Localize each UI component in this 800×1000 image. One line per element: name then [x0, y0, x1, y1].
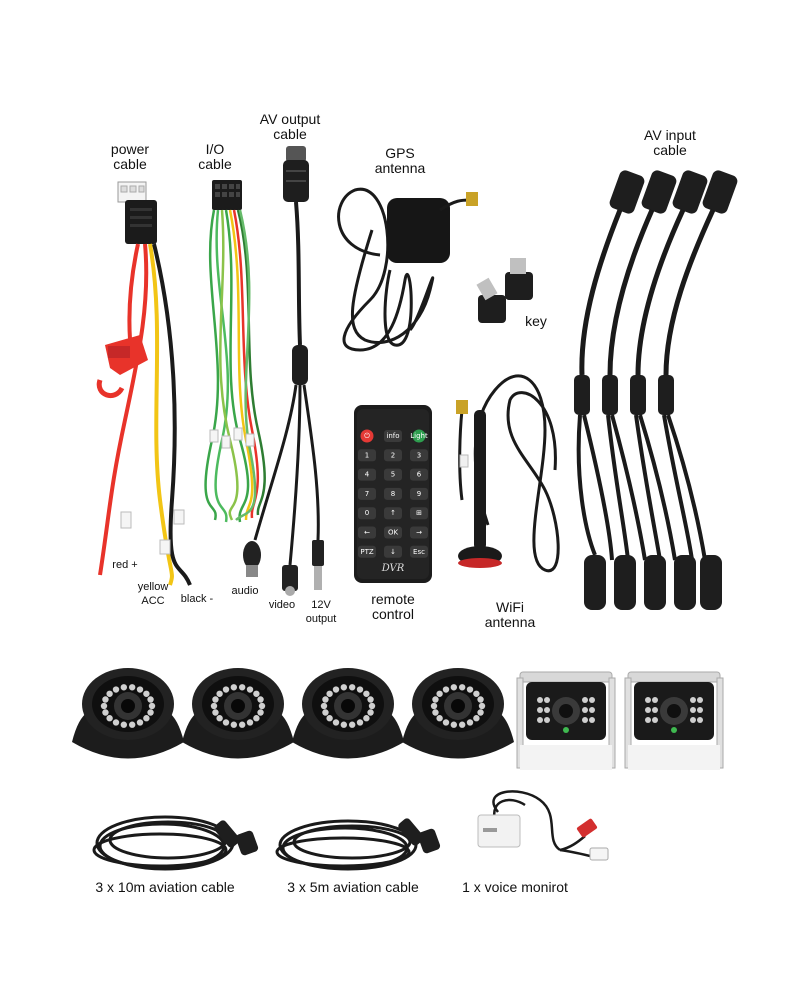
remote-key: 9	[410, 487, 428, 500]
audio-label: audio	[231, 585, 259, 597]
remote-key: Light	[410, 429, 428, 443]
svg-text:info: info	[386, 432, 399, 440]
remote-key: 1	[358, 449, 376, 462]
dome-camera	[292, 668, 404, 759]
remote-key: ↓	[384, 545, 402, 558]
av-output-cable	[243, 146, 324, 596]
svg-text:0: 0	[365, 509, 369, 517]
keys	[476, 258, 533, 323]
remote-key: 7	[358, 487, 376, 500]
dome-camera	[402, 668, 514, 759]
remote-key: 6	[410, 468, 428, 481]
svg-text:Esc: Esc	[413, 548, 425, 556]
av-input-cable	[574, 170, 738, 610]
svg-text:↑: ↑	[390, 509, 396, 517]
remote-key: 4	[358, 468, 376, 481]
svg-text:Light: Light	[410, 432, 428, 440]
remote-key: ⏻	[360, 429, 374, 443]
remote-brand: DVR	[381, 563, 405, 574]
svg-text:1: 1	[365, 451, 369, 459]
remote-key: ↑	[384, 507, 402, 520]
red-plus-label: red +	[112, 559, 138, 571]
remote-control: ⏻ info Light 1 2 3 4 5 6 7 8 9 0 ↑ ⊞ ← OK → PTZ ↓ Esc DVR	[354, 405, 432, 583]
wifi-antenna	[456, 374, 560, 573]
remote-key: 8	[384, 487, 402, 500]
voice-monitor-label: 1 x voice monirot	[462, 879, 568, 895]
remote-key: info	[384, 430, 402, 442]
io-cable	[204, 180, 266, 523]
remote-key: ←	[358, 526, 376, 539]
aviation-cable-10m	[92, 815, 259, 871]
dome-cameras	[72, 668, 514, 759]
svg-text:7: 7	[365, 490, 369, 498]
dome-camera	[72, 668, 184, 759]
cable-10m-label: 3 x 10m aviation cable	[95, 879, 235, 895]
remote-key: OK	[384, 526, 402, 539]
svg-text:OK: OK	[388, 529, 399, 537]
svg-text:⊞: ⊞	[416, 509, 422, 517]
svg-text:3: 3	[417, 451, 421, 459]
svg-text:→: →	[416, 529, 422, 537]
remote-key: →	[410, 526, 428, 539]
aviation-cable-5m	[275, 818, 441, 871]
black-minus-label: black -	[180, 593, 214, 605]
box-cameras	[516, 671, 724, 770]
svg-text:↓: ↓	[390, 548, 396, 556]
cable-5m-label: 3 x 5m aviation cable	[287, 879, 419, 895]
svg-text:2: 2	[391, 451, 395, 459]
svg-text:←: ←	[364, 529, 370, 537]
power-cable	[96, 181, 192, 586]
remote-key: PTZ	[358, 545, 376, 558]
svg-text:9: 9	[417, 490, 421, 498]
key-label: key	[525, 313, 547, 329]
voice-monitor	[477, 790, 609, 861]
svg-text:6: 6	[417, 471, 422, 479]
dome-camera	[182, 668, 294, 759]
svg-text:4: 4	[365, 471, 370, 479]
remote-key: ⊞	[410, 507, 428, 520]
svg-text:⏻: ⏻	[364, 432, 370, 440]
svg-text:PTZ: PTZ	[360, 548, 373, 556]
remote-key: 5	[384, 468, 402, 481]
remote-key: 3	[410, 449, 428, 462]
gps-antenna	[337, 187, 478, 352]
remote-key: 0	[358, 507, 376, 520]
svg-text:5: 5	[391, 471, 395, 479]
remote-key: Esc	[410, 545, 428, 558]
remote-key: 2	[384, 449, 402, 462]
svg-text:8: 8	[391, 490, 395, 498]
video-label: video	[268, 599, 296, 611]
